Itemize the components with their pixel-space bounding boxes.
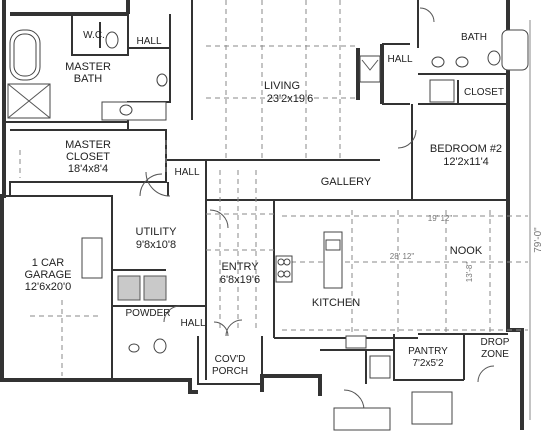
label-garage-2: GARAGE bbox=[24, 269, 71, 281]
ceiling-lines bbox=[19, 0, 528, 376]
fixtures bbox=[7, 7, 529, 431]
label-drop-zone-1: DROP bbox=[481, 337, 510, 348]
label-kitchen: KITCHEN bbox=[312, 297, 360, 309]
label-living-name: LIVING bbox=[264, 80, 300, 92]
label-hall-mid: HALL bbox=[174, 167, 199, 178]
label-garage-3: 12'6x20'0 bbox=[25, 281, 71, 293]
label-living-dims: 23'2x19'6 bbox=[267, 93, 313, 105]
label-drop-zone-2: ZONE bbox=[481, 349, 509, 360]
label-bath: BATH bbox=[461, 32, 487, 43]
label-pantry-dims: 7'2x5'2 bbox=[412, 358, 444, 369]
label-hall-bottom: HALL bbox=[180, 318, 205, 329]
ceiling-dim-c: 13'-8" bbox=[465, 262, 474, 283]
room-labels: W.C. HALL MASTER BATH LIVING 23'2x19'6 H… bbox=[24, 30, 509, 377]
label-nook: NOOK bbox=[450, 245, 483, 257]
label-porch-1: COV'D bbox=[215, 354, 246, 365]
label-pantry-name: PANTRY bbox=[408, 346, 448, 357]
label-powder: POWDER bbox=[126, 308, 171, 319]
label-gallery: GALLERY bbox=[321, 176, 372, 188]
label-master-closet-2: CLOSET bbox=[66, 151, 110, 163]
label-bedroom2-dims: 12'2x11'4 bbox=[443, 156, 489, 168]
label-master-bath-1: MASTER bbox=[65, 61, 111, 73]
label-hall-right: HALL bbox=[387, 54, 412, 65]
label-bedroom2-name: BEDROOM #2 bbox=[430, 143, 502, 155]
label-master-closet-3: 18'4x8'4 bbox=[68, 163, 108, 175]
ceiling-dim-b: 28' 12" bbox=[390, 252, 415, 261]
label-master-closet-1: MASTER bbox=[65, 139, 111, 151]
label-master-bath-2: BATH bbox=[74, 73, 103, 85]
label-garage-1: 1 CAR bbox=[32, 257, 64, 269]
label-wc: W.C. bbox=[83, 30, 105, 41]
ceiling-dim-a: 19' 12" bbox=[428, 214, 453, 223]
label-utility-dims: 9'8x10'8 bbox=[136, 239, 176, 251]
label-hall-top: HALL bbox=[136, 36, 161, 47]
label-entry-dims: 6'8x19'6 bbox=[220, 274, 260, 286]
label-entry-name: ENTRY bbox=[221, 261, 259, 273]
interior-walls bbox=[4, 0, 508, 385]
label-closet: CLOSET bbox=[464, 87, 504, 98]
label-utility-name: UTILITY bbox=[136, 226, 178, 238]
dimension-annotations: 79'-0" 19' 12" 28' 12" 13'-8" bbox=[390, 20, 544, 420]
overall-dimension: 79'-0" bbox=[533, 227, 544, 253]
label-porch-2: PORCH bbox=[212, 366, 248, 377]
